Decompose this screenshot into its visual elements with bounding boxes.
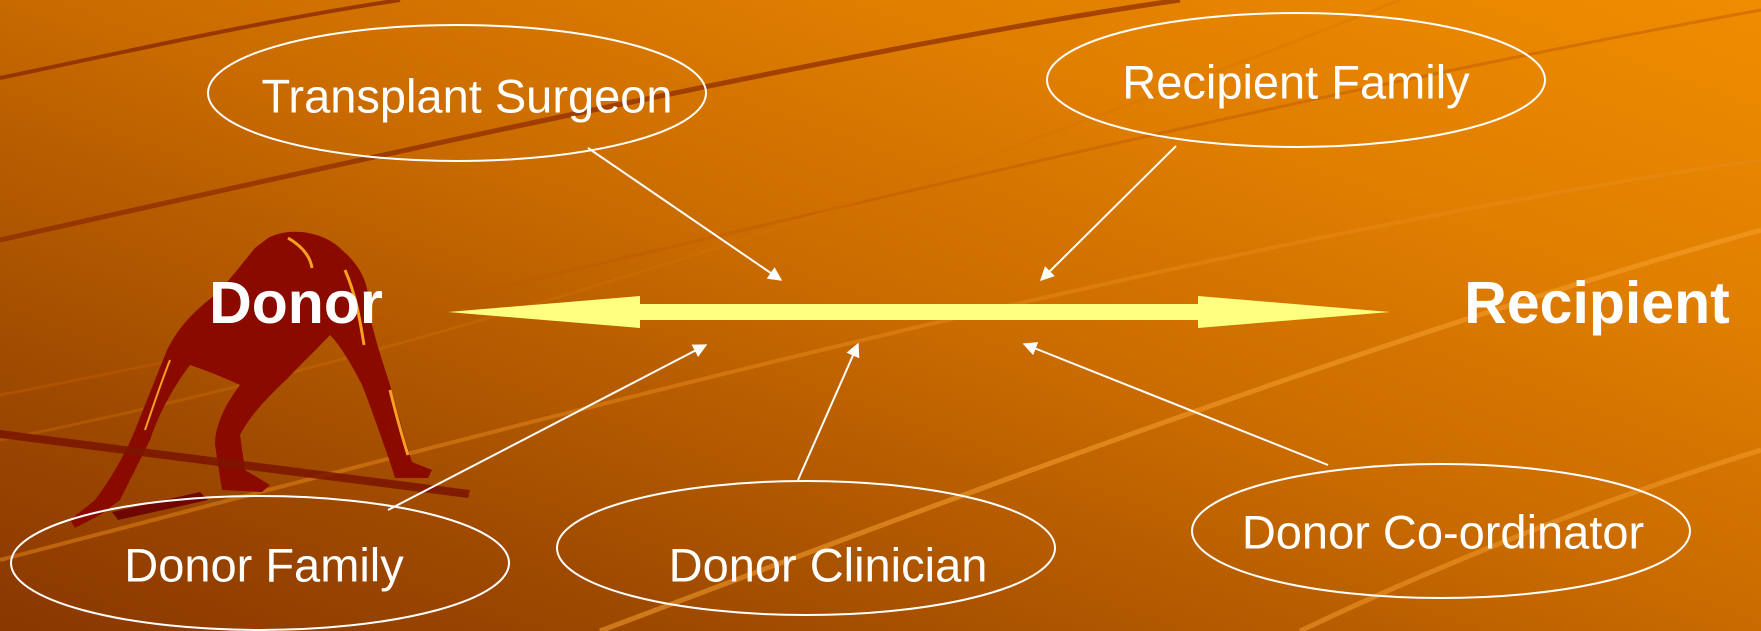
donor-family-ellipse bbox=[10, 495, 510, 631]
donor-coordinator-ellipse bbox=[1191, 463, 1691, 599]
donor-clinician-connector-arrow bbox=[797, 342, 860, 481]
transplant-surgeon-ellipse bbox=[207, 24, 707, 162]
donor-coordinator-connector-arrow bbox=[1022, 342, 1329, 466]
recipient-family-label: Recipient Family bbox=[1122, 55, 1470, 109]
donor-clinician-ellipse bbox=[556, 480, 1056, 616]
donor-label: Donor bbox=[209, 270, 383, 336]
donor-family-connector-arrow bbox=[387, 344, 708, 511]
recipient-family-connector-arrow bbox=[1040, 145, 1177, 281]
recipient-label: Recipient bbox=[1464, 270, 1730, 336]
donor-family-label: Donor Family bbox=[124, 538, 404, 592]
donor-coordinator-label: Donor Co-ordinator bbox=[1241, 505, 1645, 559]
surgeon-connector-arrow bbox=[587, 147, 783, 281]
runner-silhouette bbox=[0, 231, 470, 528]
recipient-family-ellipse bbox=[1046, 12, 1546, 148]
main-double-arrow bbox=[448, 296, 1390, 328]
donor-clinician-label: Donor Clinician bbox=[668, 538, 988, 592]
transplant-surgeon-label: Transplant Surgeon bbox=[261, 69, 673, 123]
